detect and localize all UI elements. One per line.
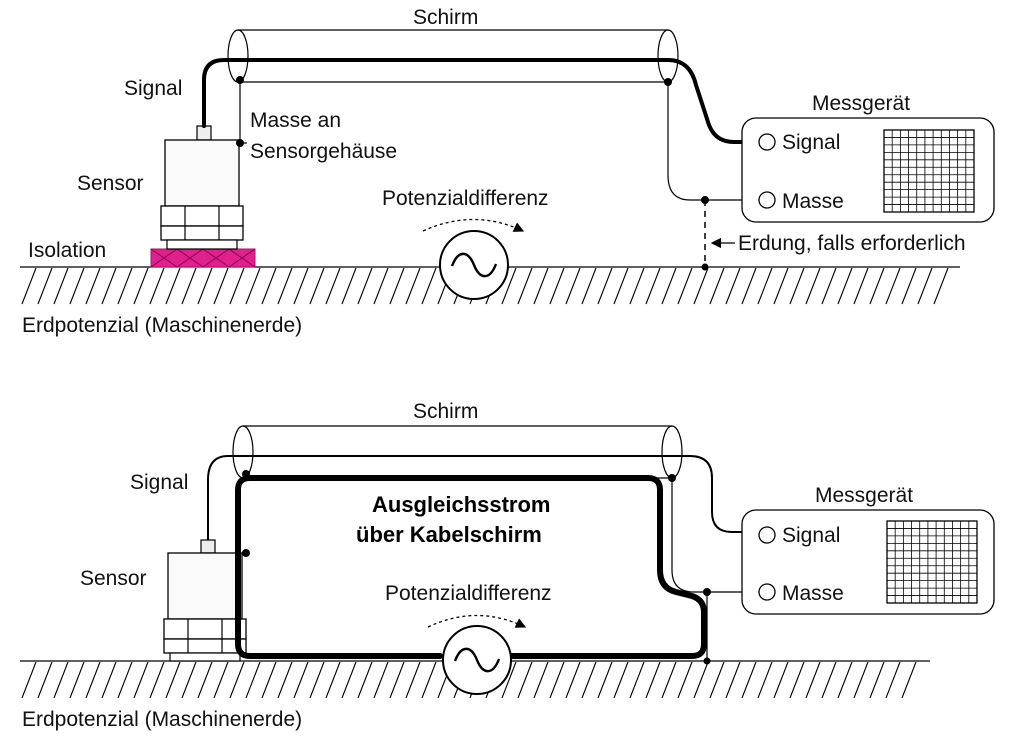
masse-terminal	[758, 191, 776, 209]
masse-an-label: Masse an	[250, 109, 341, 132]
device-signal-label: Signal	[782, 131, 840, 154]
isolation-pad	[150, 248, 256, 268]
potenzialdifferenz-label: Potenzialdifferenz	[382, 187, 549, 210]
sensorgehaeuse-label: Sensorgehäuse	[250, 140, 397, 163]
top-diagram: Schirm Signal Masse an Sensorgehäuse Sen…	[20, 6, 995, 337]
signal-label: Signal	[130, 471, 188, 494]
messgeraet-label: Messgerät	[815, 484, 913, 507]
signal-terminal	[758, 133, 776, 151]
sensor-label: Sensor	[80, 567, 147, 590]
ac-source	[427, 614, 527, 695]
erdung-label: Erdung, falls erforderlich	[738, 232, 966, 255]
shield-label: Schirm	[413, 6, 478, 29]
equalizing-current-loop	[235, 475, 707, 659]
display-grid	[883, 129, 975, 213]
shield-ground-wire	[671, 478, 758, 593]
sensor-label: Sensor	[77, 172, 144, 195]
signal-wire	[207, 455, 758, 540]
erdpotenzial-label: Erdpotenzial (Maschinenerde)	[22, 708, 302, 731]
device-masse-label: Masse	[782, 190, 844, 213]
bottom-diagram: Schirm Signal Sensor Ausgleichsstrom übe…	[20, 400, 995, 731]
measuring-device	[741, 509, 995, 615]
shield-ground-wire	[667, 82, 758, 201]
cable-shield	[227, 29, 679, 83]
potenzialdifferenz-label: Potenzialdifferenz	[385, 582, 552, 605]
shield-label: Schirm	[413, 400, 478, 423]
signal-wire	[202, 58, 760, 144]
ac-source	[422, 218, 525, 300]
sensor-body	[160, 125, 244, 250]
isolation-label: Isolation	[28, 239, 106, 262]
signal-terminal	[758, 526, 776, 544]
device-signal-label: Signal	[782, 524, 840, 547]
masse-terminal	[758, 583, 776, 601]
ground-hatching	[21, 267, 949, 305]
equalizing-current-title: Ausgleichsstrom	[372, 492, 551, 517]
erdpotenzial-label: Erdpotenzial (Maschinenerde)	[22, 314, 302, 337]
measuring-device	[741, 117, 995, 223]
device-masse-label: Masse	[782, 582, 844, 605]
equalizing-current-subtitle: über Kabelschirm	[356, 522, 542, 547]
display-grid	[886, 520, 978, 604]
sensor-body	[163, 539, 247, 662]
signal-label: Signal	[124, 77, 182, 100]
cable-shield	[232, 425, 683, 479]
ground-hatching	[21, 661, 917, 699]
messgeraet-label: Messgerät	[812, 92, 910, 115]
